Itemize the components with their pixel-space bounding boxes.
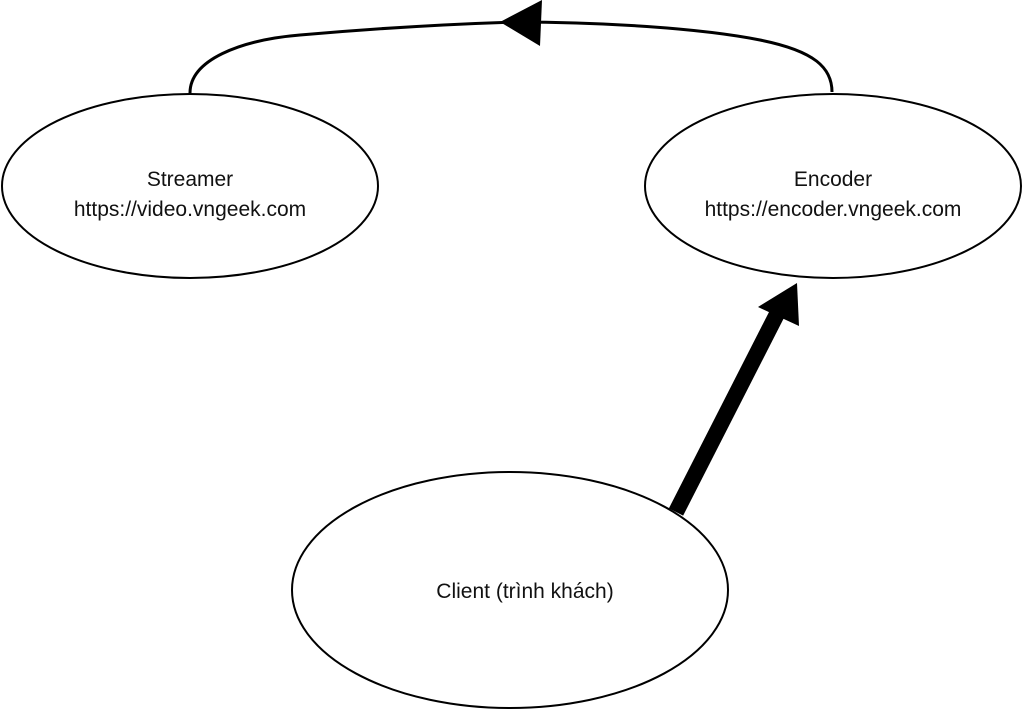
edge-streamer-encoder-arrowhead — [500, 0, 542, 46]
node-client-name: Client (trình khách) — [436, 580, 613, 603]
node-encoder-name: Encoder — [794, 168, 872, 191]
edge-streamer-encoder — [188, 0, 834, 94]
edge-client-encoder — [668, 283, 799, 516]
node-streamer: Streamer https://video.vngeek.com — [1, 93, 379, 279]
node-client-shape — [291, 471, 729, 709]
edge-client-encoder-line — [668, 308, 786, 516]
node-streamer-url: https://video.vngeek.com — [74, 198, 306, 221]
edge-client-encoder-arrowhead — [758, 283, 799, 326]
node-client: Client (trình khách) — [291, 471, 729, 709]
node-encoder-shape — [644, 93, 1022, 279]
edge-streamer-encoder-line — [188, 20, 834, 94]
node-encoder-url: https://encoder.vngeek.com — [705, 198, 962, 221]
node-streamer-shape — [1, 93, 379, 279]
node-encoder: Encoder https://encoder.vngeek.com — [644, 93, 1022, 279]
node-streamer-name: Streamer — [147, 168, 233, 191]
